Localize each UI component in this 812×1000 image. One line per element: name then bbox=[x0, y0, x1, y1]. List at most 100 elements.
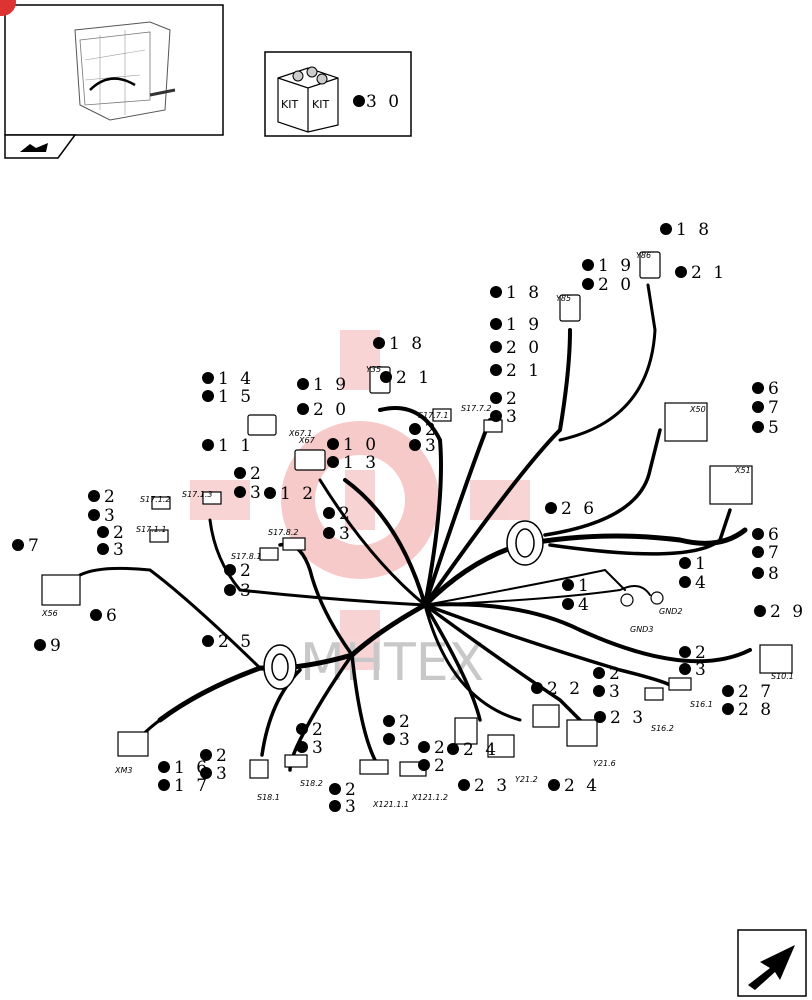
connector-label: GND3 bbox=[630, 625, 653, 634]
callout-dot bbox=[97, 526, 109, 538]
callout-dot bbox=[224, 584, 236, 596]
callout-dot bbox=[327, 438, 339, 450]
part-callout: 1 2 bbox=[264, 484, 313, 504]
part-callout: 7 bbox=[752, 543, 782, 563]
callout-dot bbox=[490, 392, 502, 404]
callout-dot bbox=[418, 741, 430, 753]
callout-number: 2 3 bbox=[474, 776, 510, 796]
callout-number: 2 7 bbox=[738, 682, 774, 702]
callout-dot bbox=[329, 800, 341, 812]
callout-dot bbox=[679, 646, 691, 658]
callout-number: 1 bbox=[578, 576, 592, 596]
part-callout: 2 3 bbox=[594, 708, 643, 728]
callout-dot bbox=[562, 598, 574, 610]
next-page-button[interactable] bbox=[737, 929, 807, 997]
connector-label: Y21.2 bbox=[515, 775, 538, 784]
callout-dot bbox=[380, 371, 392, 383]
part-callout: 1 7 bbox=[158, 776, 207, 796]
part-callout: 2 bbox=[593, 664, 620, 684]
callout-dot bbox=[264, 487, 276, 499]
callout-dot bbox=[383, 715, 395, 727]
callout-dot bbox=[752, 382, 764, 394]
connector-label: X50 bbox=[689, 405, 706, 414]
callout-number: 1 8 bbox=[389, 334, 425, 354]
callout-number: 2 bbox=[312, 720, 326, 740]
callout-dot bbox=[752, 401, 764, 413]
callout-number: 3 bbox=[339, 524, 353, 544]
callout-number: 2 bbox=[695, 643, 709, 663]
kit-label-left: KIT bbox=[281, 98, 298, 111]
part-callout: 3 bbox=[296, 738, 323, 758]
callout-dot bbox=[593, 667, 605, 679]
part-callout: 3 bbox=[490, 407, 517, 427]
callout-dot bbox=[490, 341, 502, 353]
callout-number: 1 0 bbox=[343, 435, 379, 455]
callout-dot bbox=[752, 421, 764, 433]
callout-dot bbox=[297, 403, 309, 415]
connector-label: S17.1.3 bbox=[182, 490, 213, 499]
callout-number: 7 bbox=[768, 398, 782, 418]
callout-number: 2 bbox=[399, 712, 413, 732]
callout-dot bbox=[88, 509, 100, 521]
callout-dot bbox=[234, 467, 246, 479]
part-callout: 1 8 bbox=[373, 334, 425, 354]
part-callout: 2 4 bbox=[548, 776, 600, 796]
callout-dot bbox=[675, 266, 687, 278]
corner-badge bbox=[0, 0, 16, 16]
callout-dot bbox=[12, 539, 24, 551]
part-callout: 2 8 bbox=[722, 700, 771, 720]
label-layer: Y86Y85Y35X67.1X67S17.7.1S17.7.2S17.1.2S1… bbox=[41, 251, 794, 809]
callout-number: 2 0 bbox=[313, 400, 349, 420]
part-callout: 1 5 bbox=[202, 387, 254, 407]
part-callout: 3 bbox=[97, 540, 124, 560]
callout-number: 1 8 bbox=[506, 283, 542, 303]
connector-label: S17.7.2 bbox=[461, 404, 492, 413]
callout-number: 2 9 bbox=[770, 602, 806, 622]
part-callout: 2 9 bbox=[754, 602, 806, 622]
callout-number: 2 4 bbox=[564, 776, 600, 796]
connectors bbox=[41, 251, 793, 779]
callout-dot bbox=[90, 609, 102, 621]
callout-number: 2 bbox=[506, 389, 520, 409]
nav-tab[interactable] bbox=[4, 134, 77, 159]
connector-label: X51 bbox=[734, 466, 751, 475]
callout-dot bbox=[752, 546, 764, 558]
part-callout: 2 3 bbox=[458, 776, 510, 796]
callout-dot bbox=[545, 502, 557, 514]
callout-number: 5 bbox=[768, 418, 782, 438]
connector-label: XM3 bbox=[114, 766, 132, 775]
callout-number: 1 9 bbox=[598, 256, 634, 276]
part-callout: 8 bbox=[752, 564, 782, 584]
part-callout: 2 5 bbox=[202, 632, 251, 652]
part-callout: 1 bbox=[679, 554, 706, 574]
callout-dot bbox=[297, 378, 309, 390]
part-callout: 2 1 bbox=[675, 263, 724, 283]
connector-label: S16.1 bbox=[690, 700, 713, 709]
part-callout: 2 bbox=[329, 780, 356, 800]
callout-dot bbox=[679, 663, 691, 675]
callout-dot bbox=[418, 759, 430, 771]
connector-label: S16.2 bbox=[651, 724, 674, 733]
callout-dot bbox=[679, 557, 691, 569]
connector-label: S18.2 bbox=[300, 779, 323, 788]
callout-number: 1 5 bbox=[218, 387, 254, 407]
callout-number: 2 bbox=[216, 746, 230, 766]
callout-number: 3 bbox=[250, 483, 264, 503]
callout-number: 6 bbox=[768, 379, 782, 399]
callout-number: 2 1 bbox=[396, 368, 432, 388]
callout-number: 4 bbox=[695, 573, 709, 593]
callout-number: 8 bbox=[768, 564, 782, 584]
part-callout: 2 bbox=[224, 561, 251, 581]
grommets bbox=[263, 520, 544, 690]
connector-label: X121.1.2 bbox=[411, 793, 448, 802]
kit-quantity: 3 0 bbox=[366, 92, 402, 112]
callout-dot bbox=[296, 741, 308, 753]
callout-number: 2 bbox=[425, 420, 439, 440]
connector-label: S18.1 bbox=[257, 793, 280, 802]
part-callout: 1 8 bbox=[490, 283, 542, 303]
book-icon bbox=[20, 143, 48, 152]
connector-label: S10.1 bbox=[771, 672, 794, 681]
callout-number: 2 bbox=[339, 504, 353, 524]
callout-dot bbox=[202, 439, 214, 451]
callout-number: 7 bbox=[768, 543, 782, 563]
